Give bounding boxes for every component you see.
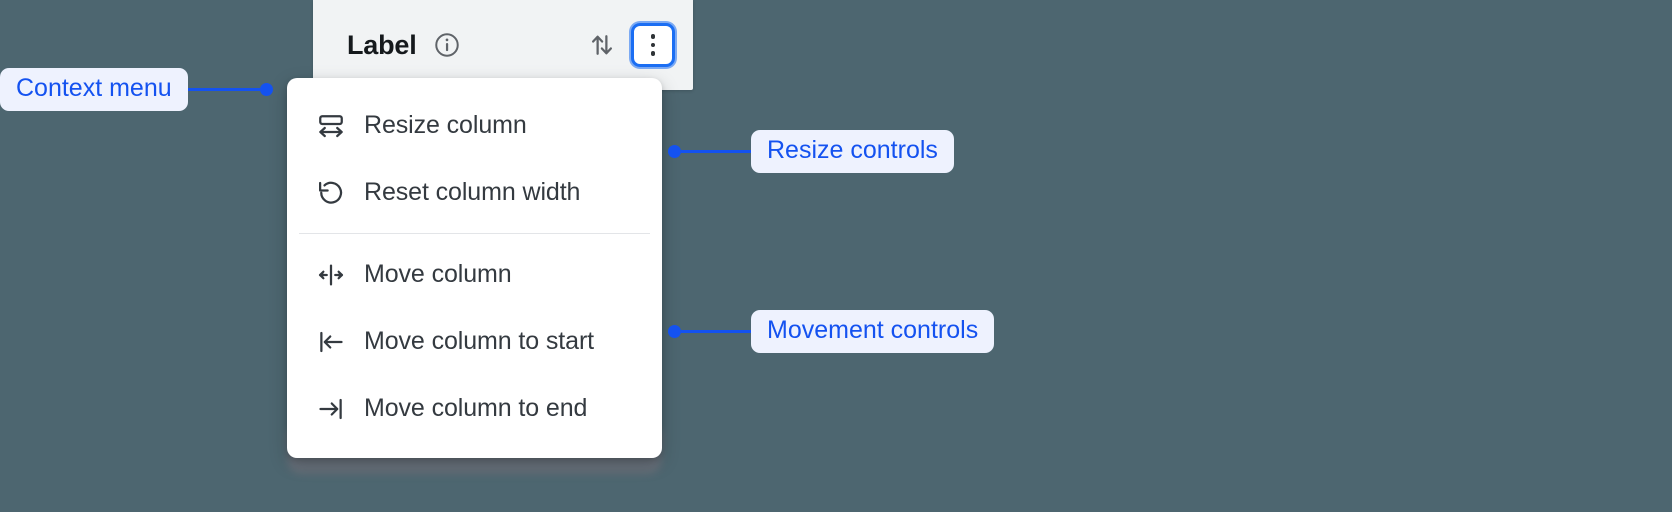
menu-item-move-column-to-end[interactable]: Move column to end [287,375,662,442]
annotation-anchor-dot [668,324,681,338]
menu-item-label: Move column to start [364,327,595,355]
menu-item-label: Move column to end [364,394,588,422]
menu-item-resize-column[interactable]: Resize column [287,92,662,159]
menu-separator [299,233,650,234]
sort-up-down-icon[interactable] [587,30,617,60]
info-circle-icon[interactable] [433,31,461,59]
annotation-label: Context menu [0,68,188,111]
annotation-leader-line [187,87,260,91]
menu-item-move-column[interactable]: Move column [287,241,662,308]
menu-item-label: Resize column [364,111,527,139]
annotation-anchor-dot [668,144,681,158]
annotation-movement-controls: Movement controls [668,310,995,353]
column-header-label: Label [347,29,417,60]
move-to-start-icon [315,326,347,358]
annotation-leader-line [681,149,751,153]
annotation-label: Movement controls [751,310,995,353]
move-column-icon [315,259,347,291]
annotation-leader-line [681,329,751,333]
annotation-label: Resize controls [751,130,954,173]
annotation-context-menu: Context menu [0,68,273,111]
menu-item-label: Move column [364,260,512,288]
annotation-resize-controls: Resize controls [668,130,954,173]
column-context-menu: Resize column Reset column width Move co… [287,78,662,458]
menu-item-move-column-to-start[interactable]: Move column to start [287,308,662,375]
column-header-card: Label [313,0,693,90]
kebab-vertical-icon [650,34,656,56]
reset-width-icon [315,177,347,209]
menu-item-reset-column-width[interactable]: Reset column width [287,159,662,226]
move-to-end-icon [315,393,347,425]
annotation-anchor-dot [259,82,273,96]
overflow-menu-button[interactable] [631,23,675,67]
menu-item-label: Reset column width [364,178,581,206]
resize-column-icon [315,110,347,142]
